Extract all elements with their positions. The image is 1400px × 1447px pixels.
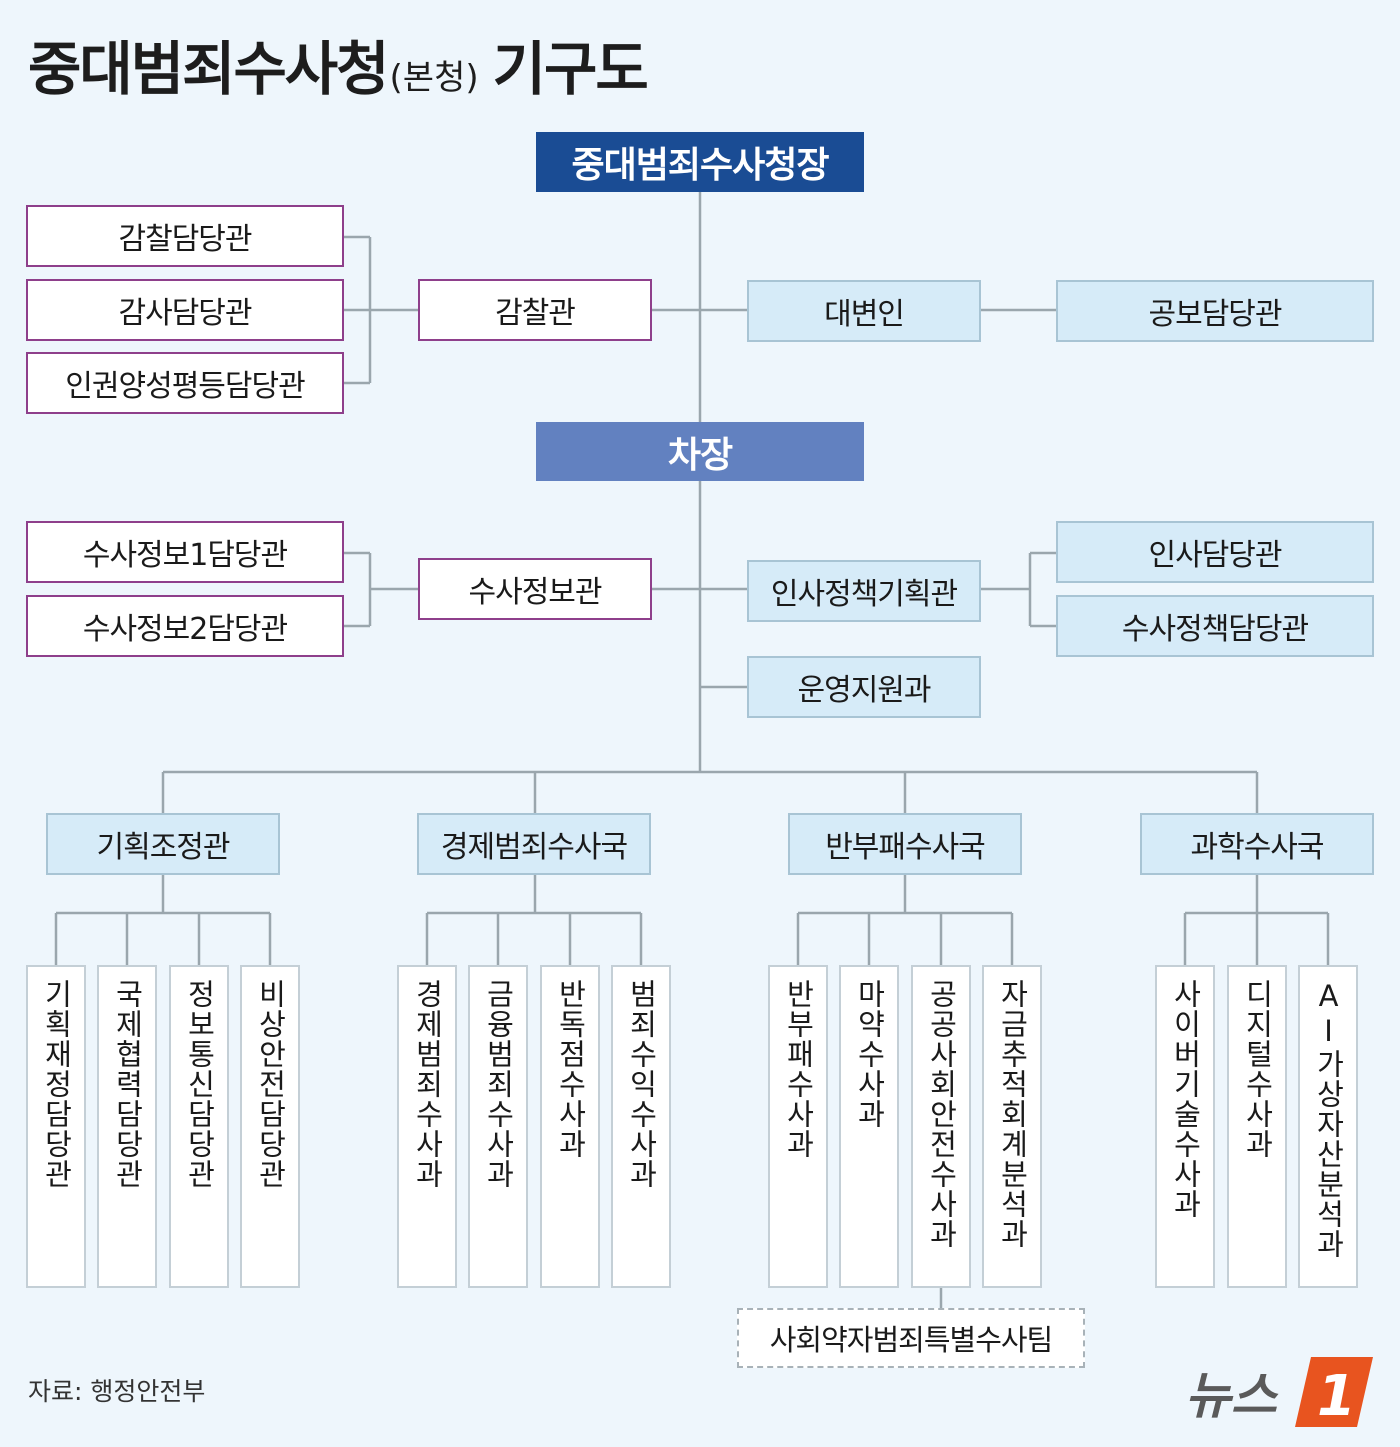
bureau-planning: 기획조정관 [46,813,280,875]
policy-office: 인사정책기획관 [747,560,981,622]
logo-mark-icon [1295,1357,1373,1427]
news1-logo: 뉴스 1 [1185,1357,1373,1429]
unit-label: 디지털수사과 [1240,979,1275,1159]
spokesperson-box: 대변인 [747,280,981,342]
title-main: 중대범죄수사청 [28,35,390,103]
unit-box: 비상안전담당관 [240,965,300,1288]
logo-mark-text: 1 [1317,1364,1356,1429]
title-sub: (본청) [389,58,479,98]
unit-label: 금융범죄수사과 [481,979,516,1189]
unit-label: 반독점수사과 [553,979,588,1159]
unit-box: 디지털수사과 [1227,965,1287,1288]
policy-unit-1: 인사담당관 [1056,521,1374,583]
unit-box: 금융범죄수사과 [468,965,528,1288]
pr-unit-box: 공보담당관 [1056,280,1374,342]
title-tail: 기구도 [492,35,649,103]
intelligence-unit-1: 수사정보1담당관 [26,521,344,583]
unit-label: 정보통신담당관 [182,979,217,1189]
bureau-economic-crime: 경제범죄수사국 [417,813,651,875]
unit-label: 공공사회안전수사과 [924,979,959,1249]
support-box: 운영지원과 [747,656,981,718]
unit-label: 국제협력담당관 [110,979,145,1189]
intelligence-unit-2: 수사정보2담당관 [26,595,344,657]
unit-label: 기획재정담당관 [39,979,74,1189]
unit-label: 마약수사과 [852,979,887,1129]
unit-label: 범죄수익수사과 [624,979,659,1189]
unit-box: 기획재정담당관 [26,965,86,1288]
unit-label: 사이버기술수사과 [1168,979,1203,1219]
unit-box: 범죄수익수사과 [611,965,671,1288]
unit-box: 자금추적회계분석과 [982,965,1042,1288]
policy-unit-2: 수사정책담당관 [1056,595,1374,657]
unit-box: 국제협력담당관 [97,965,157,1288]
unit-label: 반부패수사과 [781,979,816,1159]
unit-box: AI가상자산분석과 [1298,965,1358,1288]
unit-label: AI가상자산분석과 [1311,979,1346,1259]
unit-box: 경제범죄수사과 [397,965,457,1288]
head-box: 중대범죄수사청장 [536,132,864,192]
unit-box: 정보통신담당관 [169,965,229,1288]
page-title: 중대범죄수사청(본청) 기구도 [28,22,649,106]
task-force-box: 사회약자범죄특별수사팀 [737,1308,1085,1368]
bureau-forensic: 과학수사국 [1140,813,1374,875]
bureau-anti-corruption: 반부패수사국 [788,813,1022,875]
unit-label: 경제범죄수사과 [410,979,445,1189]
inspection-unit-2: 감사담당관 [26,279,344,341]
unit-label: 비상안전담당관 [253,979,288,1189]
unit-box: 사이버기술수사과 [1155,965,1215,1288]
intelligence-office: 수사정보관 [418,558,652,620]
unit-box: 마약수사과 [839,965,899,1288]
unit-box: 반부패수사과 [768,965,828,1288]
inspection-office: 감찰관 [418,279,652,341]
inspection-unit-1: 감찰담당관 [26,205,344,267]
inspection-unit-3: 인권양성평등담당관 [26,352,344,414]
unit-label: 자금추적회계분석과 [995,979,1030,1249]
unit-box: 공공사회안전수사과 [911,965,971,1288]
unit-box: 반독점수사과 [540,965,600,1288]
source-caption: 자료: 행정안전부 [28,1377,206,1406]
deputy-box: 차장 [536,422,864,481]
logo-text: 뉴스 [1185,1367,1279,1425]
